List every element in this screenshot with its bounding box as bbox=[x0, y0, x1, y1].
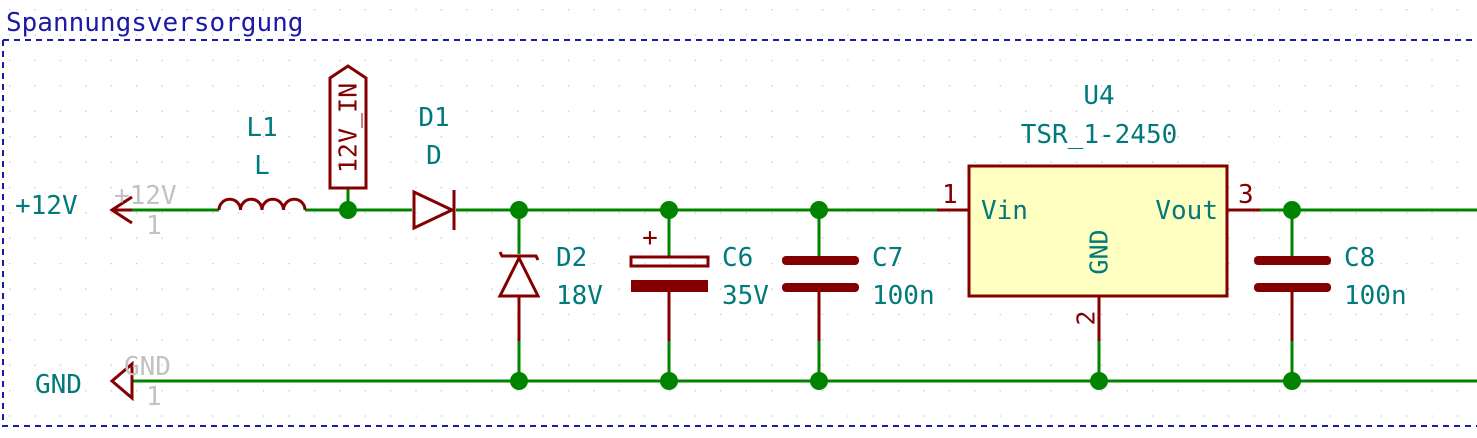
junctions bbox=[339, 201, 1301, 390]
junction-dot bbox=[810, 201, 828, 219]
gnd-port-label: GND bbox=[35, 370, 82, 400]
junction-dot bbox=[1283, 372, 1301, 390]
component-u4[interactable]: U4 TSR_1-2450 1 Vin 3 Vout GND 2 bbox=[937, 81, 1260, 341]
c6-value: 35V bbox=[722, 281, 769, 311]
polarized-capacitor-icon bbox=[629, 255, 710, 292]
u4-pin3-name: Vout bbox=[1155, 196, 1218, 226]
u4-ref: U4 bbox=[1083, 81, 1114, 111]
sheet-frame bbox=[2, 39, 1477, 427]
gnd-port-ghost-pin: 1 bbox=[146, 382, 162, 412]
component-d1[interactable]: D1 D bbox=[412, 103, 456, 231]
d2-value: 18V bbox=[556, 281, 603, 311]
u4-pin2-name: GND bbox=[1085, 229, 1114, 274]
junction-dot bbox=[1090, 372, 1108, 390]
u4-body bbox=[967, 164, 1229, 298]
power-port-ghost-label: +12V bbox=[114, 181, 177, 211]
u4-pin1-number: 1 bbox=[942, 180, 958, 210]
capacitor-icon bbox=[1254, 256, 1331, 292]
junction-dot bbox=[510, 201, 528, 219]
junction-dot bbox=[1283, 201, 1301, 219]
c6-polarity-mark: + bbox=[642, 223, 658, 253]
power-port-label: +12V bbox=[15, 191, 78, 221]
triangle-left-icon bbox=[109, 360, 134, 402]
junction-dot bbox=[660, 372, 678, 390]
net-label-flag bbox=[328, 64, 368, 190]
capacitor-icon bbox=[782, 256, 859, 292]
arrow-left-icon bbox=[109, 195, 133, 225]
component-c8[interactable]: C8 100n bbox=[1254, 210, 1407, 341]
c7-value: 100n bbox=[872, 281, 935, 311]
d2-ref: D2 bbox=[556, 243, 587, 273]
component-c6[interactable]: + C6 35V bbox=[629, 210, 769, 341]
u4-pin2-number: 2 bbox=[1072, 310, 1101, 325]
diode-icon bbox=[412, 189, 456, 231]
d1-ref: D1 bbox=[418, 103, 449, 133]
power-port-gnd[interactable]: GND GND 1 bbox=[35, 352, 171, 412]
l1-value: L bbox=[254, 151, 270, 181]
u4-value: TSR_1-2450 bbox=[1021, 120, 1178, 150]
c8-value: 100n bbox=[1344, 281, 1407, 311]
net-label-text: 12V_IN bbox=[334, 83, 363, 173]
u4-pin3-number: 3 bbox=[1238, 180, 1254, 210]
junction-dot bbox=[810, 372, 828, 390]
gnd-port-ghost-label: GND bbox=[124, 352, 171, 382]
c6-ref: C6 bbox=[722, 243, 753, 273]
power-port-ghost-pin: 1 bbox=[146, 211, 162, 241]
power-port-12v[interactable]: +12V +12V 1 bbox=[15, 181, 177, 241]
junction-dot bbox=[510, 372, 528, 390]
d1-value: D bbox=[426, 141, 442, 171]
inductor-icon bbox=[217, 197, 307, 211]
component-c7[interactable]: C7 100n bbox=[782, 210, 935, 341]
component-d2[interactable]: D2 18V bbox=[497, 210, 603, 341]
junction-dot bbox=[339, 201, 357, 219]
junction-dot bbox=[660, 201, 678, 219]
component-l1[interactable]: L1 L bbox=[217, 113, 307, 211]
l1-ref: L1 bbox=[246, 113, 277, 143]
c8-ref: C8 bbox=[1344, 243, 1375, 273]
u4-pin1-name: Vin bbox=[981, 196, 1028, 226]
u4-pin-lines bbox=[937, 208, 1260, 341]
sheet-title: Spannungsversorgung bbox=[6, 8, 303, 38]
net-label-12v-in[interactable]: 12V_IN bbox=[328, 64, 368, 190]
zener-diode-icon bbox=[497, 251, 541, 298]
c7-ref: C7 bbox=[872, 243, 903, 273]
